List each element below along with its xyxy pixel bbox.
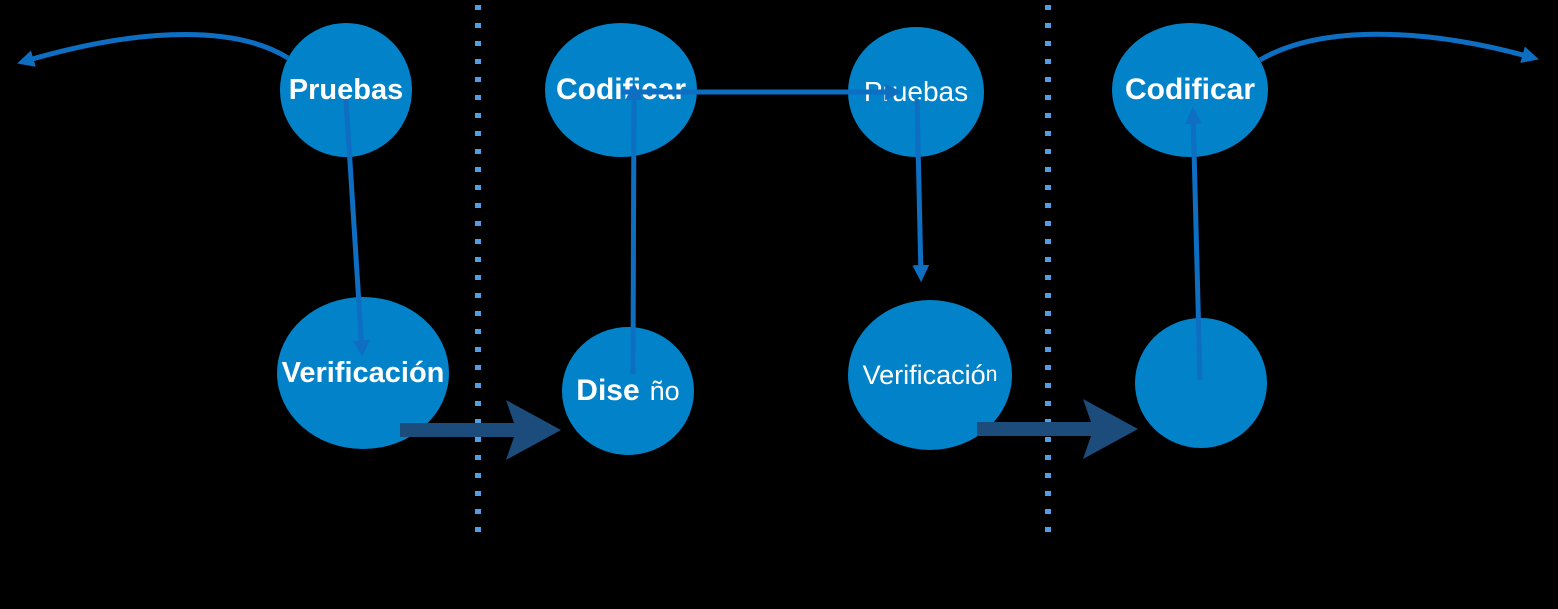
node-codificar-2: Codificar <box>545 23 697 157</box>
phase-divider-2 <box>1045 5 1051 540</box>
node-verificacion-2-label-end: n <box>985 363 998 386</box>
node-diseno-2-label-bold: Dise <box>576 374 640 407</box>
node-verificacion-1-label: Verificación <box>281 356 445 389</box>
node-codificar-2-label: Codificar <box>555 73 687 106</box>
phase-divider-1 <box>475 5 481 540</box>
node-verificacion-2-label: Verificació <box>862 359 986 390</box>
node-pruebas-2-label: Pruebas <box>863 76 969 107</box>
node-diseno-2-label-rest: ño <box>649 375 680 406</box>
node-pruebas-1: Pruebas <box>280 23 412 157</box>
loop-arrow-right <box>1258 31 1539 63</box>
node-unlabeled-3 <box>1135 318 1267 448</box>
node-pruebas-2: Pruebas <box>848 27 984 157</box>
node-pruebas-1-label: Pruebas <box>288 73 404 106</box>
node-codificar-3-label: Codificar <box>1124 73 1256 106</box>
node-codificar-3: Codificar <box>1112 23 1268 157</box>
node-verificacion-1: Verificación <box>277 297 449 449</box>
node-verificacion-2: Verificació n <box>848 300 1012 450</box>
loop-arrow-left <box>17 32 290 67</box>
node-diseno-2: Dise ño <box>562 327 694 455</box>
